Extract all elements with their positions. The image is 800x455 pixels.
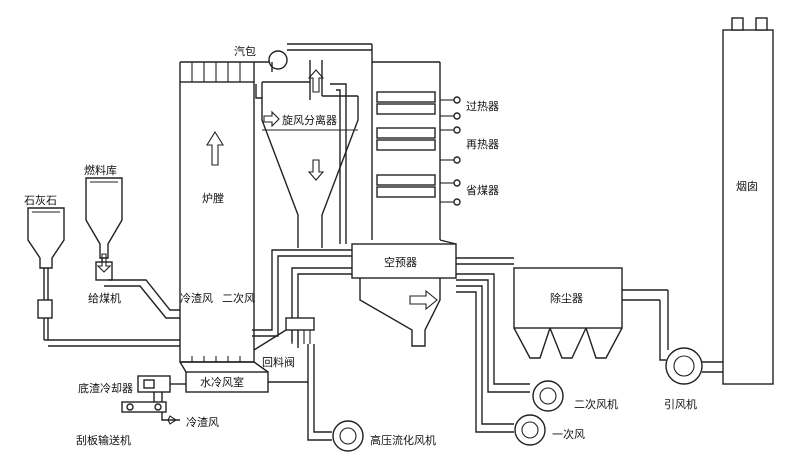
label-reheater: 再热器: [466, 138, 499, 151]
flue-ducts: [255, 83, 514, 265]
cyclone-separator: [261, 60, 359, 232]
back-pass: [371, 44, 461, 240]
scraper-conveyor: [121, 401, 167, 413]
label-air-preheater: 空预器: [384, 255, 417, 269]
label-drum: 汽包: [234, 44, 256, 58]
label-furnace: 炉膛: [202, 191, 224, 205]
primary-fan: [514, 414, 546, 446]
label-fuel-bin: 燃料库: [84, 163, 117, 177]
dust-collector: [513, 267, 623, 359]
chimney: [722, 17, 774, 385]
steam-drum: [268, 43, 372, 72]
return-valve: [253, 232, 323, 351]
label-chimney: 烟囱: [736, 179, 758, 193]
label-windbox: 水冷风室: [200, 375, 244, 389]
bottom-ash-cooler: [137, 375, 186, 425]
label-coal-feeder: 给煤机: [88, 291, 121, 305]
label-secondary-fan: 二次风机: [574, 397, 618, 411]
secondary-fan: [532, 380, 564, 412]
label-return-valve: 回料阀: [262, 355, 295, 369]
label-dust-collector: 除尘器: [550, 291, 583, 305]
label-bottom-ash-cooler: 底渣冷却器: [78, 381, 133, 395]
hp-fluidizing-fan: [332, 420, 364, 452]
label-superheater: 过热器: [466, 100, 499, 113]
limestone-bin: [27, 207, 180, 347]
water-cooled-windbox: [179, 344, 332, 441]
label-secondary-air-top: 二次风: [222, 291, 255, 305]
label-hp-fluidizing-fan: 高压流化风机: [370, 433, 436, 447]
air-preheater: [351, 243, 457, 347]
feed-arrow: [96, 253, 112, 273]
furnace: [179, 61, 272, 363]
label-limestone: 石灰石: [24, 193, 57, 207]
label-scraper-conveyor: 刮板输送机: [76, 433, 131, 447]
label-economizer: 省煤器: [466, 184, 499, 197]
induced-fan: [622, 289, 723, 385]
label-primary-fan: 一次风: [552, 427, 585, 441]
label-cyclone: 旋风分离器: [282, 113, 337, 127]
label-cold-slag-air-top: 冷渣风: [180, 291, 213, 305]
label-cold-slag-air-bottom: 冷渣风: [186, 415, 219, 429]
label-induced-fan: 引风机: [664, 397, 697, 411]
